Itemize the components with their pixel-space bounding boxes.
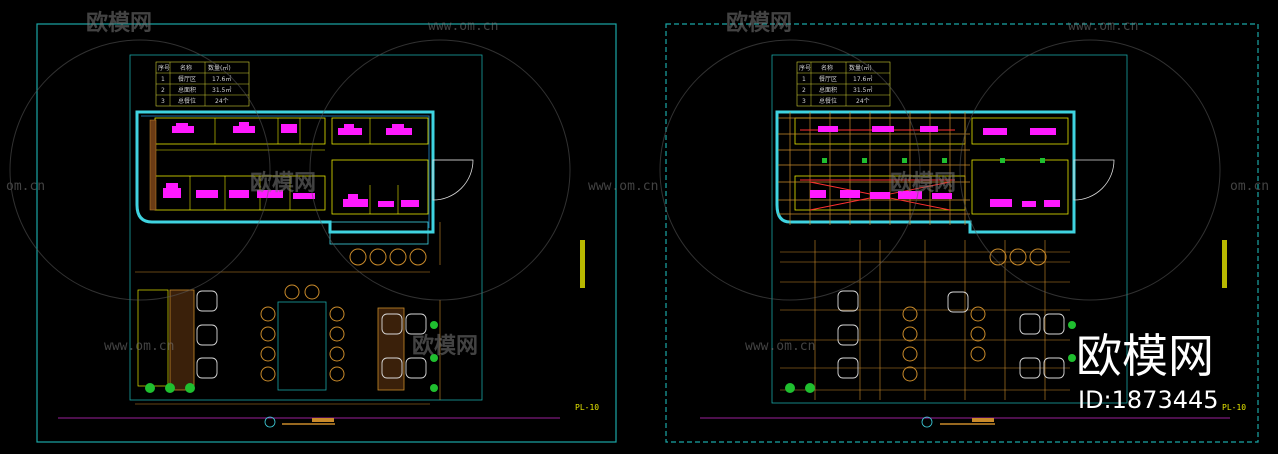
left-table-h0: 序号 — [158, 64, 170, 72]
watermark-logo-3: 欧模网 — [250, 170, 316, 196]
left-table-h1: 名称 — [180, 64, 192, 72]
left-table-r2c1: 总餐位 — [178, 97, 196, 105]
big-watermark-brand: 欧模网 — [1076, 329, 1214, 383]
watermark-site-4: www.om.cn — [588, 179, 658, 194]
right-plan-boundary — [771, 54, 1128, 404]
big-watermark: 欧模网 ID:1873445 — [1076, 329, 1219, 414]
left-area-table: 序号 名称 数量(㎡) 1 餐厅区 17.6㎡ 2 总面积 31.5㎡ 3 总餐… — [155, 61, 250, 107]
left-dimensions — [135, 222, 441, 405]
left-table-r1c0: 2 — [161, 87, 165, 94]
watermark-site-6: www.om.cn — [104, 339, 174, 354]
right-area-table: 序号 名称 数量(㎡) 1 餐厅区 17.6㎡ 2 总面积 31.5㎡ 3 总餐… — [796, 61, 891, 107]
left-kitchen-block — [135, 110, 435, 245]
left-dining-area — [137, 284, 438, 393]
right-table-r1c2: 31.5㎡ — [853, 86, 872, 94]
watermark-site-2: www.om.cn — [1068, 19, 1138, 34]
left-plan-boundary — [129, 54, 483, 401]
left-sheet-frame — [36, 23, 617, 443]
left-door — [432, 159, 474, 201]
watermark-layer: 欧模网 www.om.cn 欧模网 www.om.cn om.cn 欧模网 ww… — [6, 10, 1269, 359]
left-bar-stools — [349, 248, 427, 266]
left-title-block: PL-10 — [58, 240, 599, 428]
right-table-r2c0: 3 — [802, 98, 806, 105]
right-title-block: PL-10 — [700, 240, 1246, 428]
left-equipment — [163, 122, 419, 207]
left-table-r2c2: 24个 — [215, 98, 229, 105]
right-table-h0: 序号 — [799, 64, 811, 72]
right-table-r1c0: 2 — [802, 87, 806, 94]
left-table-r0c1: 餐厅区 — [178, 75, 196, 83]
right-sheet-code: PL-10 — [1222, 403, 1246, 412]
watermark-site-3: om.cn — [6, 179, 45, 194]
right-table-r0c0: 1 — [802, 76, 806, 83]
watermark-logo-2: 欧模网 — [726, 10, 792, 36]
watermark-logo-1: 欧模网 — [86, 10, 152, 36]
watermark-logo-4: 欧模网 — [890, 170, 956, 196]
left-table-h2: 数量(㎡) — [208, 64, 231, 72]
big-watermark-id: ID:1873445 — [1078, 386, 1219, 414]
right-dining-area — [780, 240, 1076, 400]
right-table-r0c1: 餐厅区 — [819, 75, 837, 83]
right-table-r0c2: 17.6㎡ — [853, 75, 872, 83]
right-table-r2c1: 总餐位 — [819, 97, 837, 105]
right-table-h2: 数量(㎡) — [849, 64, 872, 72]
right-kitchen-block — [775, 110, 1115, 234]
right-sheet-frame — [665, 23, 1259, 443]
right-table-r1c1: 总面积 — [819, 86, 837, 94]
watermark-site-5: om.cn — [1230, 179, 1269, 194]
watermark-site-7: www.om.cn — [745, 339, 815, 354]
left-table-r0c2: 17.6㎡ — [212, 75, 231, 83]
right-table-h1: 名称 — [821, 64, 833, 72]
right-table-r2c2: 24个 — [856, 98, 870, 105]
left-table-r0c0: 1 — [161, 76, 165, 83]
left-table-r1c2: 31.5㎡ — [212, 86, 231, 94]
left-sheet: 序号 名称 数量(㎡) 1 餐厅区 17.6㎡ 2 总面积 31.5㎡ 3 总餐… — [36, 23, 617, 443]
watermark-site-1: www.om.cn — [428, 19, 498, 34]
watermark-logo-5: 欧模网 — [412, 333, 478, 359]
right-sheet: 序号 名称 数量(㎡) 1 餐厅区 17.6㎡ 2 总面积 31.5㎡ 3 总餐… — [665, 23, 1259, 443]
left-table-r2c0: 3 — [161, 98, 165, 105]
left-table-r1c1: 总面积 — [178, 86, 196, 94]
left-sheet-code: PL-10 — [575, 403, 599, 412]
